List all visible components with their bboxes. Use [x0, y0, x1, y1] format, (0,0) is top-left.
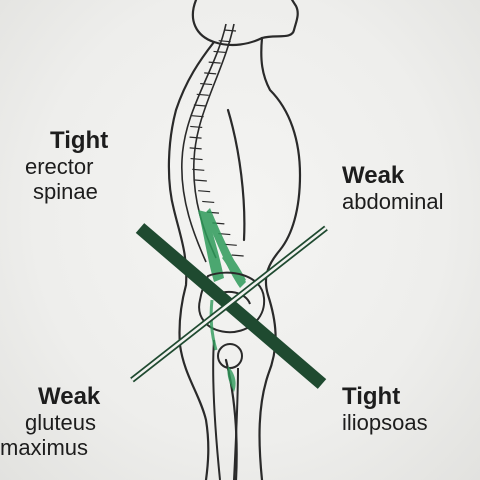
vertebra — [202, 200, 215, 204]
vertebra — [208, 61, 221, 64]
label-title: Weak — [342, 162, 405, 189]
vertebra — [204, 72, 217, 75]
label-line: gluteus — [25, 409, 96, 435]
vertebra — [193, 104, 206, 107]
femur — [212, 339, 243, 480]
vertebra — [198, 190, 211, 193]
label-title: Tight — [342, 383, 401, 410]
head-outline — [191, 0, 299, 47]
vertebra — [224, 243, 237, 246]
vertebra — [191, 115, 204, 118]
gluteus-muscle — [227, 366, 236, 392]
vertebra — [200, 82, 213, 86]
vertebra — [190, 125, 203, 129]
vertebra — [192, 168, 205, 171]
vertebra — [189, 147, 202, 150]
label-line: maximus — [0, 434, 89, 460]
front-outline — [258, 36, 302, 480]
vertebra — [213, 50, 226, 54]
vertebra — [190, 157, 203, 161]
vertebra — [189, 136, 202, 139]
label-title: Weak — [38, 383, 101, 410]
vertebra — [194, 179, 207, 182]
label-tight-erector-spinae: Tight erector spinae — [25, 127, 109, 204]
weak-cross-line — [131, 227, 327, 381]
label-line: erector — [25, 153, 94, 179]
label-weak-abdominal: Weak abdominal — [342, 162, 444, 215]
label-title: Tight — [50, 127, 109, 154]
label-weak-gluteus-maximus: Weak gluteus maximus — [0, 383, 101, 460]
back-outline — [167, 40, 216, 480]
arm-outline — [226, 108, 246, 242]
label-line: iliopsoas — [342, 409, 428, 435]
label-line: abdominal — [342, 188, 444, 214]
vertebra — [196, 93, 209, 96]
vertebra — [218, 40, 231, 43]
iliopsoas-muscle — [209, 299, 218, 351]
label-line: spinae — [33, 178, 98, 204]
vertebra — [231, 254, 244, 257]
erector-spinae-muscle — [198, 208, 246, 288]
vertebra — [223, 29, 237, 32]
label-tight-iliopsoas: Tight iliopsoas — [342, 383, 428, 436]
vertebrae — [189, 29, 244, 257]
